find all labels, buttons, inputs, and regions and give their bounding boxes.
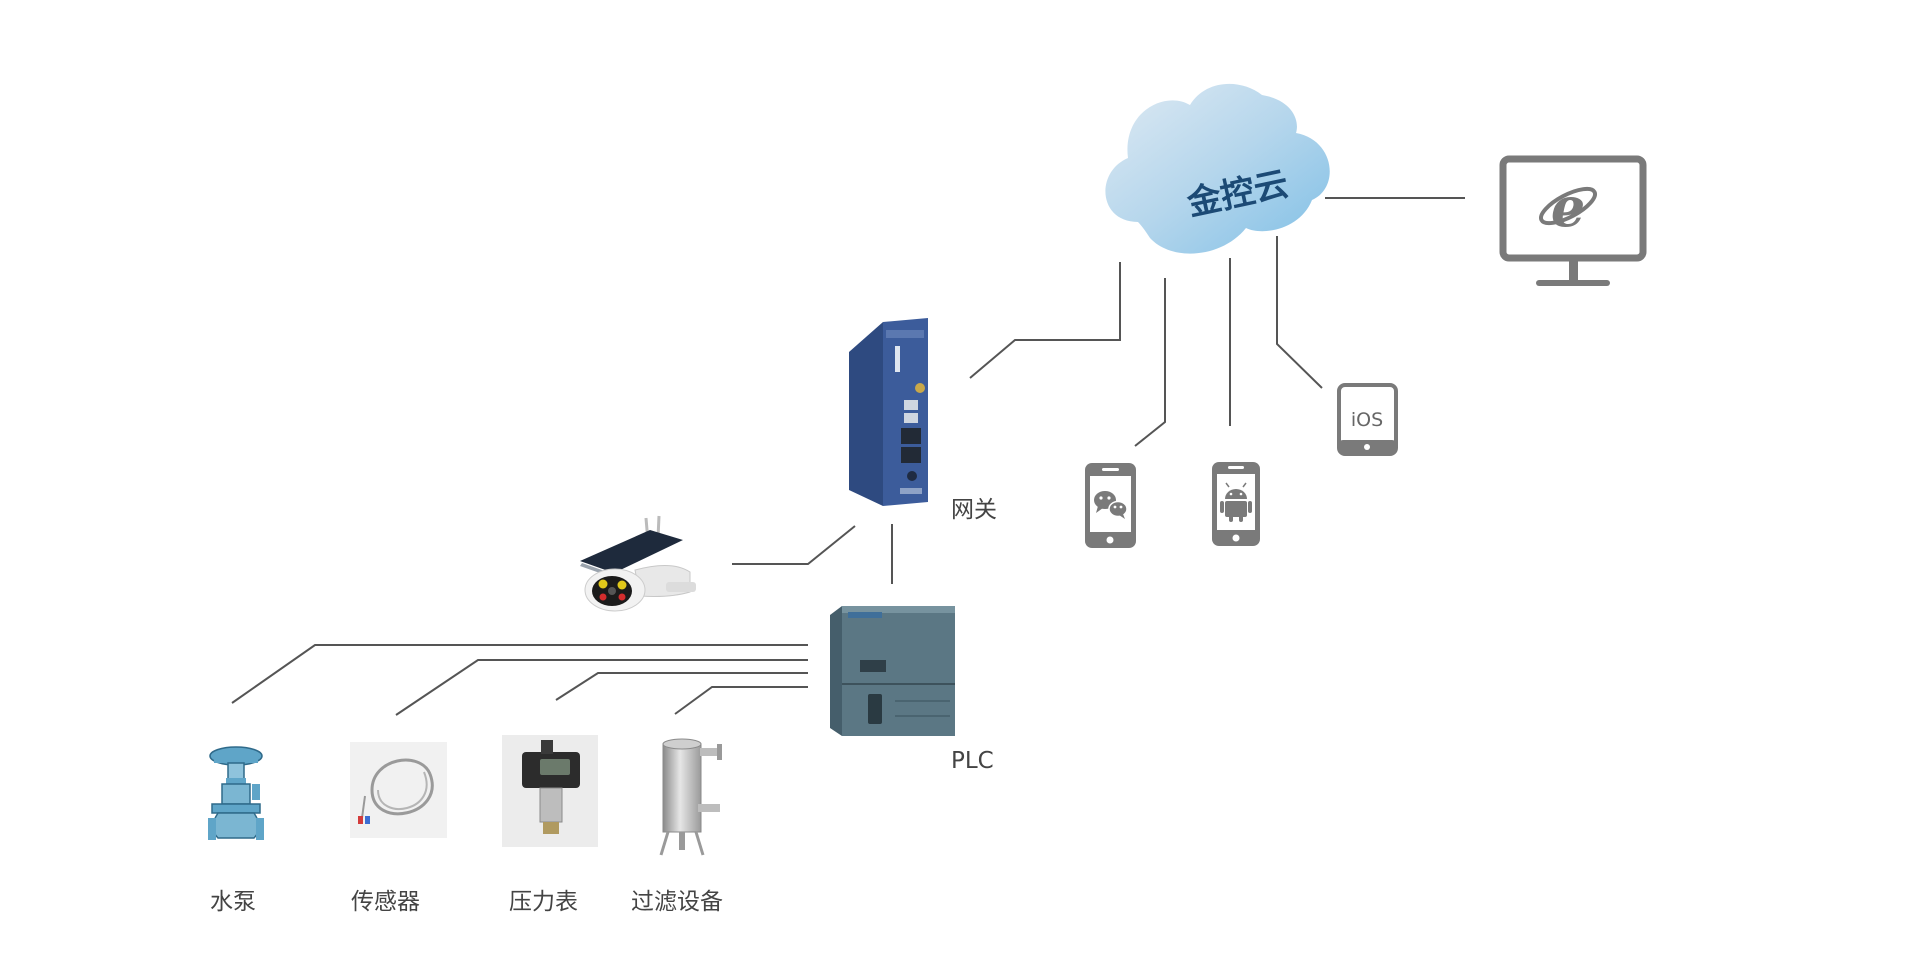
line-gateway-to-camera bbox=[732, 525, 856, 565]
solar-camera-icon[interactable] bbox=[580, 515, 696, 612]
ie-browser-icon: e bbox=[1539, 175, 1597, 239]
device-label-pump: 水泵 bbox=[210, 889, 256, 915]
line-cloud-to-wechat bbox=[1134, 278, 1166, 447]
line-cloud-to-ios bbox=[1276, 236, 1323, 389]
plc-device-icon[interactable] bbox=[830, 606, 955, 736]
device-label-sensor: 传感器 bbox=[351, 889, 420, 915]
device-label-gauge: 压力表 bbox=[509, 889, 578, 915]
line-cloud-to-gateway bbox=[969, 262, 1121, 379]
ios-label: iOS bbox=[1351, 409, 1383, 431]
ios-tablet-icon[interactable]: iOS bbox=[1337, 383, 1398, 456]
water-pump-valve-icon[interactable] bbox=[208, 746, 264, 840]
plc-label: PLC bbox=[951, 748, 994, 774]
gateway-device-icon[interactable] bbox=[849, 318, 928, 506]
gateway-label: 网关 bbox=[951, 497, 997, 523]
cloud-icon: 金控云 bbox=[1105, 83, 1330, 254]
filter-equipment-icon[interactable] bbox=[659, 738, 722, 856]
android-phone-icon[interactable] bbox=[1212, 462, 1260, 546]
line-plc-to-sensor bbox=[395, 659, 808, 716]
line-plc-to-pump bbox=[231, 644, 808, 704]
web-browser-monitor-icon[interactable]: e bbox=[1499, 155, 1647, 286]
sensor-probe-icon[interactable] bbox=[350, 742, 447, 838]
android-icon bbox=[1220, 482, 1252, 522]
line-plc-to-gauge bbox=[555, 672, 808, 701]
pressure-gauge-icon[interactable] bbox=[502, 735, 598, 847]
svg-text:e: e bbox=[1551, 175, 1585, 239]
connection-lines bbox=[231, 197, 1465, 716]
wechat-icon bbox=[1094, 491, 1128, 519]
device-label-filter: 过滤设备 bbox=[631, 889, 723, 915]
line-plc-to-filter bbox=[674, 686, 808, 715]
wechat-phone-icon[interactable] bbox=[1085, 463, 1136, 548]
